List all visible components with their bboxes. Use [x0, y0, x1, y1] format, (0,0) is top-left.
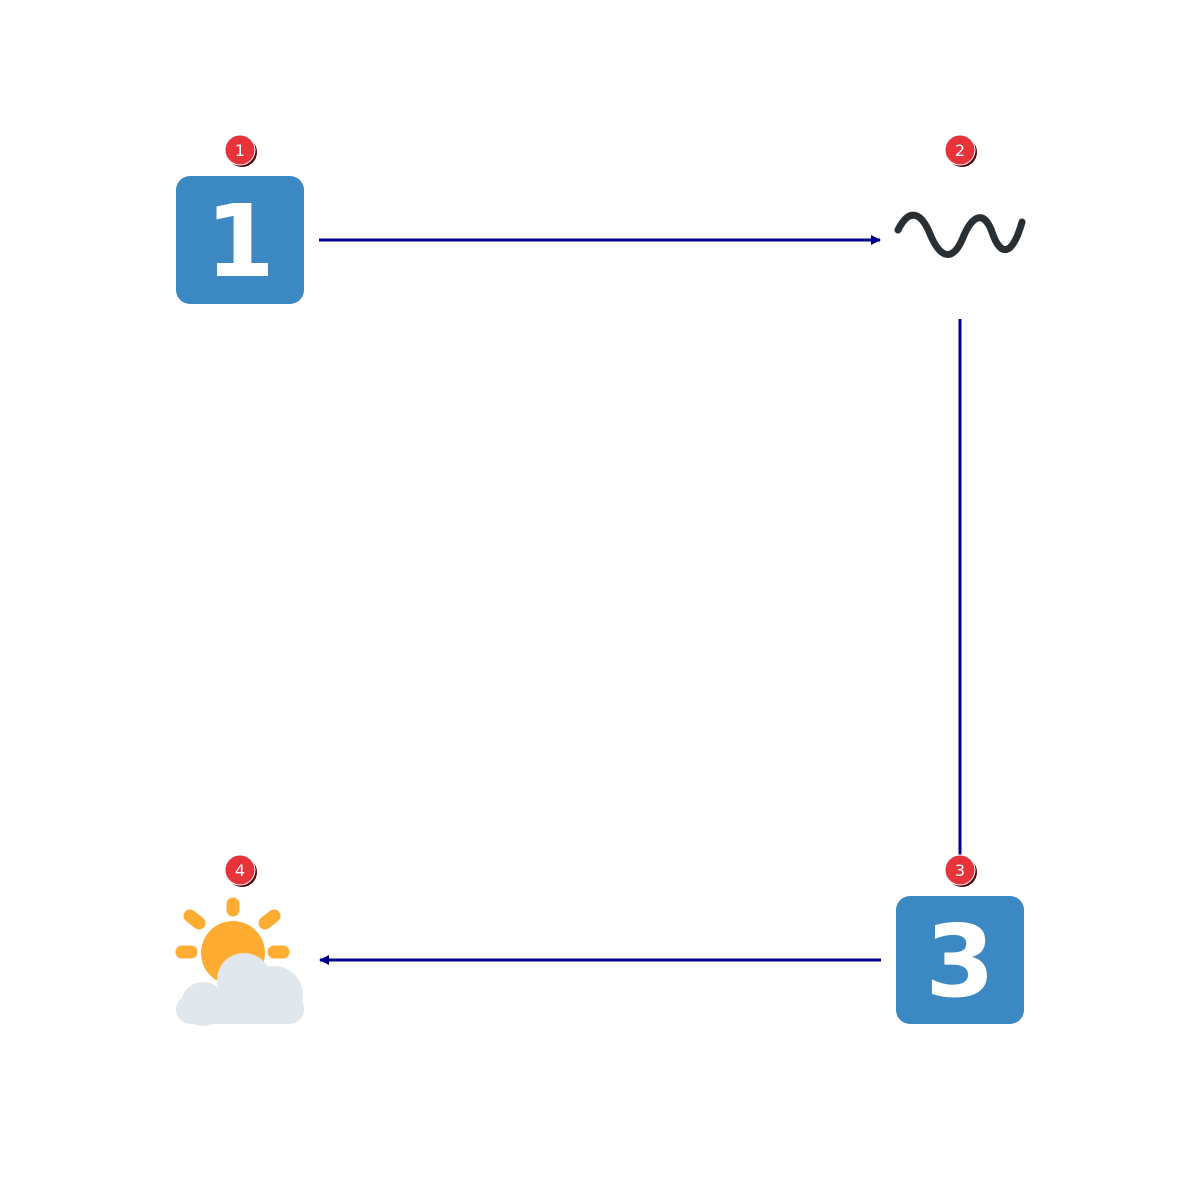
cloud [176, 953, 304, 1026]
keycap-3-icon: 3 [896, 896, 1024, 1024]
sun-behind-cloud-icon [175, 897, 304, 1026]
node-2[interactable] [894, 211, 1026, 258]
wavy-dash-icon [894, 211, 1026, 258]
keycap-digit-1: 1 [205, 183, 275, 300]
keycap-digit-3: 3 [925, 903, 995, 1020]
badge-number: 4 [235, 861, 245, 880]
keycap-1-icon: 1 [176, 176, 304, 304]
badge-2: 2 [944, 134, 977, 167]
badge-number: 1 [235, 141, 245, 160]
node-3[interactable]: 3 [896, 896, 1024, 1024]
badge-3: 3 [944, 854, 977, 887]
badge-number: 2 [955, 141, 965, 160]
badge-4: 4 [224, 854, 257, 887]
node-4[interactable] [175, 897, 304, 1026]
node-1[interactable]: 1 [176, 176, 304, 304]
sun-rays [175, 897, 290, 959]
badge-1: 1 [224, 134, 257, 167]
badge-number: 3 [955, 861, 965, 880]
